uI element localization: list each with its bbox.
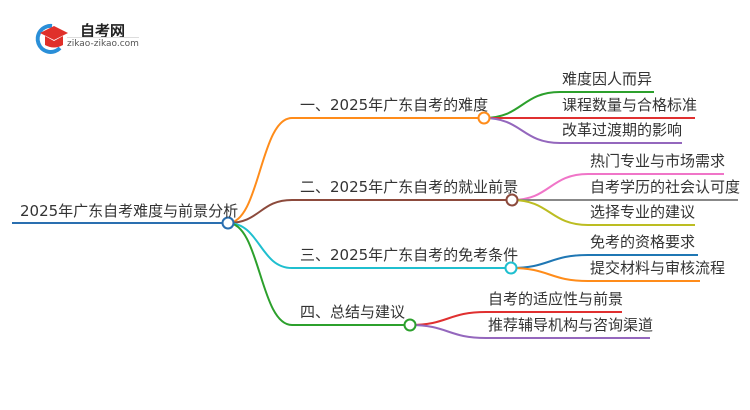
leaf-edge [511, 199, 589, 226]
leaf-node[interactable]: 难度因人而异 [562, 70, 653, 88]
leaf-node[interactable]: 课程数量与合格标准 [562, 96, 698, 114]
leaf-node[interactable]: 提交材料与审核流程 [590, 259, 726, 277]
root-node[interactable]: 2025年广东自考难度与前景分析 [20, 202, 239, 220]
branch-toggle[interactable] [403, 318, 417, 332]
branch-node[interactable]: 一、2025年广东自考的难度 [300, 96, 489, 114]
branch-toggle[interactable] [505, 193, 519, 207]
leaf-node[interactable]: 选择专业的建议 [590, 203, 696, 221]
leaf-node[interactable]: 推荐辅导机构与咨询渠道 [488, 316, 654, 334]
leaf-edge [409, 324, 487, 339]
branch-node[interactable]: 二、2025年广东自考的就业前景 [300, 178, 519, 196]
branch-node[interactable]: 四、总结与建议 [300, 303, 406, 321]
branch-toggle[interactable] [477, 111, 491, 125]
leaf-node[interactable]: 免考的资格要求 [590, 233, 696, 251]
branch-toggle[interactable] [504, 261, 518, 275]
logo-title: 自考网 [80, 22, 126, 40]
leaf-node[interactable]: 自考的适应性与前景 [488, 290, 624, 308]
leaf-node[interactable]: 热门专业与市场需求 [590, 152, 726, 170]
logo-url: zikao-zikao.com [67, 37, 139, 49]
root-branch-edge [227, 222, 293, 326]
root-branch-edge [227, 199, 293, 224]
root-branch-edge [227, 222, 293, 269]
root-branch-edge [227, 117, 293, 224]
leaf-node[interactable]: 改革过渡期的影响 [562, 121, 683, 139]
leaf-edge [483, 117, 561, 144]
leaf-node[interactable]: 自考学历的社会认可度 [590, 178, 741, 196]
leaf-edge [510, 267, 589, 282]
branch-node[interactable]: 三、2025年广东自考的免考条件 [300, 246, 519, 264]
root-toggle[interactable] [221, 216, 235, 230]
